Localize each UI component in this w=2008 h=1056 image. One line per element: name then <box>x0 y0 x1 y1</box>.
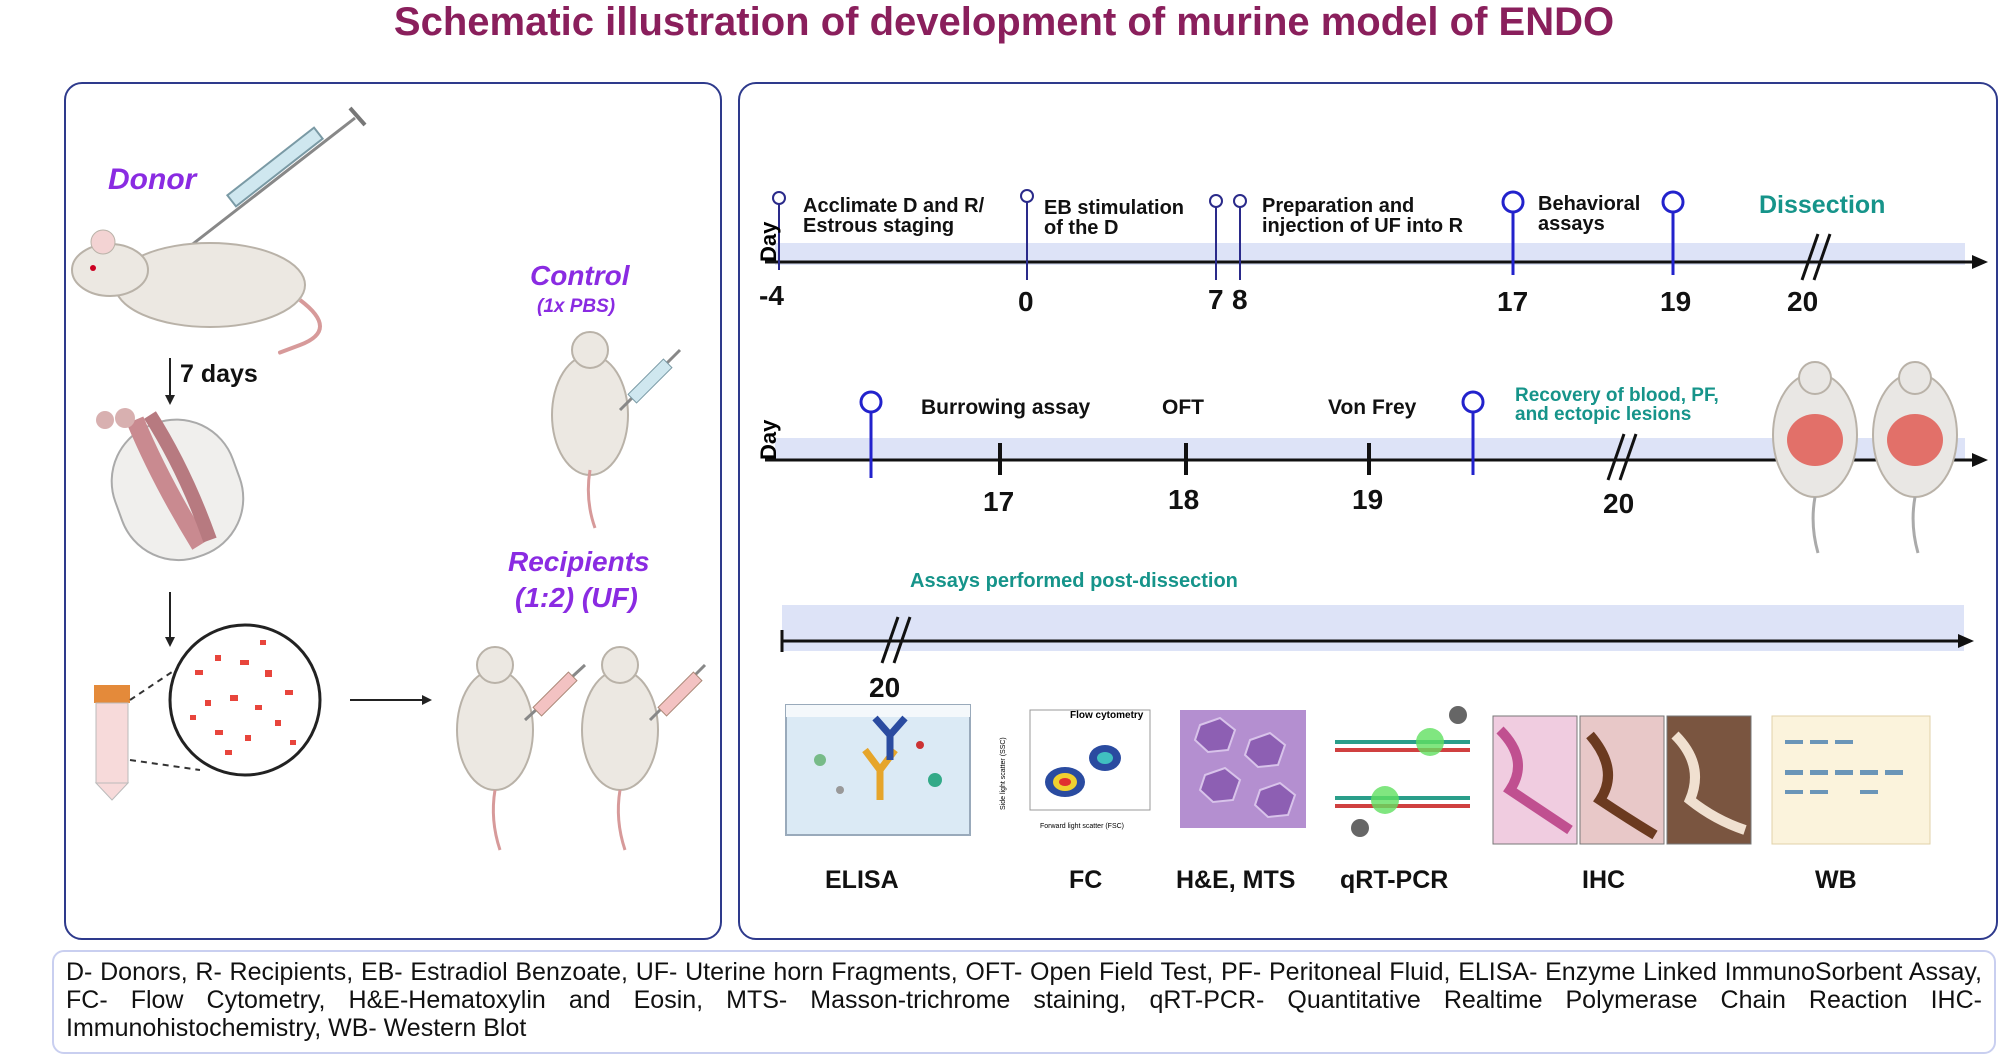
event-behavioral-line2: assays <box>1538 213 1605 235</box>
timeline2-axis-label: Day <box>756 419 781 460</box>
recipient-mouse-icon <box>581 646 707 851</box>
tick-label: 18 <box>1168 484 1200 515</box>
timeline2-break <box>1606 433 1638 481</box>
control-sublabel: (1x PBS) <box>537 296 616 317</box>
assay-label-elisa: ELISA <box>825 866 899 894</box>
fragments-magnified-icon <box>168 623 322 777</box>
fc-plot-title: Flow cytometry <box>1070 710 1144 721</box>
dissected-mouse-icon <box>1772 361 1858 554</box>
tick-label: 19 <box>1660 286 1692 317</box>
event-burrowing: Burrowing assay <box>921 396 1091 419</box>
qrt-pcr-icon <box>1335 706 1470 837</box>
event-acclimate-line1: Acclimate D and R/ <box>803 195 985 217</box>
assay-label-wb: WB <box>1815 866 1857 894</box>
event-uf-line2: injection of UF into R <box>1262 215 1464 237</box>
syringe-icon <box>184 106 367 252</box>
event-recovery-line2: and ectopic lesions <box>1515 404 1692 425</box>
days-label: 7 days <box>180 360 258 388</box>
timeline2-pins <box>859 390 1485 478</box>
dissected-mouse-icon <box>1872 361 1958 554</box>
fc-ylabel: Side light scatter (SSC) <box>1000 737 1007 810</box>
elisa-icon <box>785 704 971 836</box>
timeline3-band <box>782 605 1964 651</box>
event-acclimate: Acclimate D and R/ Estrous staging <box>803 196 984 236</box>
fc-xlabel: Forward light scatter (FSC) <box>1040 823 1124 830</box>
recipients-label: Recipients <box>508 546 650 577</box>
tick-label: -4 <box>759 280 784 311</box>
event-behavioral: Behavioral assays <box>1538 194 1640 234</box>
event-recovery-line1: Recovery of blood, PF, <box>1515 385 1719 406</box>
event-von-frey: Von Frey <box>1328 396 1417 419</box>
assay-label-ihc: IHC <box>1582 866 1626 894</box>
timeline1-behavior-pins <box>1501 190 1685 275</box>
event-recovery: Recovery of blood, PF, and ectopic lesio… <box>1515 386 1719 424</box>
tick-label: 19 <box>1352 484 1384 515</box>
tick-label: 20 <box>1603 488 1635 519</box>
assay-label-qrtpcr: qRT-PCR <box>1340 866 1449 894</box>
ihc-tissue-icon <box>1492 715 1752 845</box>
tick-label: 17 <box>983 486 1015 517</box>
tick-label: 20 <box>869 672 901 703</box>
timeline1-axis-label: Day <box>756 221 781 262</box>
tick-label: 20 <box>1787 286 1819 317</box>
western-blot-icon <box>1771 715 1931 845</box>
event-acclimate-line2: Estrous staging <box>803 215 955 237</box>
timeline1-band <box>775 243 1965 265</box>
timeline1-break <box>1800 233 1832 281</box>
event-uf-line1: Preparation and <box>1262 195 1415 217</box>
event-behavioral-line1: Behavioral <box>1538 193 1641 215</box>
tick-label: 0 <box>1018 286 1034 317</box>
recipient-mouse-icon <box>456 646 587 851</box>
control-mouse-icon <box>551 331 682 529</box>
tick-label: 8 <box>1232 284 1248 315</box>
flow-cytometry-plot-icon: Flow cytometry Forward light scatter (FS… <box>1000 709 1151 830</box>
tick-label: 7 <box>1208 284 1224 315</box>
donor-mouse-icon <box>71 229 322 355</box>
control-label: Control <box>530 260 630 291</box>
event-dissection: Dissection <box>1759 191 1886 219</box>
recipients-sublabel: (1:2) (UF) <box>515 582 638 613</box>
uterus-icon <box>96 408 245 562</box>
tick-label: 17 <box>1497 286 1529 317</box>
event-eb-stimulation: EB stimulation of the D <box>1044 198 1184 238</box>
event-oft: OFT <box>1162 396 1204 419</box>
he-mts-tissue-icon <box>1180 710 1306 828</box>
timeline1-pins <box>772 189 1247 280</box>
timeline3-break <box>880 616 912 664</box>
figure-title: Schematic illustration of development of… <box>393 0 1615 44</box>
event-uf-injection: Preparation and injection of UF into R <box>1262 196 1463 236</box>
assay-label-fc: FC <box>1069 866 1103 894</box>
abbreviations-legend: D- Donors, R- Recipients, EB- Estradiol … <box>52 950 1996 1054</box>
tube-icon <box>94 685 130 801</box>
post-dissection-heading: Assays performed post-dissection <box>910 570 1238 592</box>
event-eb-line1: EB stimulation <box>1044 197 1185 219</box>
donor-label: Donor <box>108 163 197 196</box>
timeline2-ticks <box>998 443 1371 475</box>
assay-label-he-mts: H&E, MTS <box>1176 866 1296 894</box>
event-eb-line2: of the D <box>1044 217 1119 239</box>
